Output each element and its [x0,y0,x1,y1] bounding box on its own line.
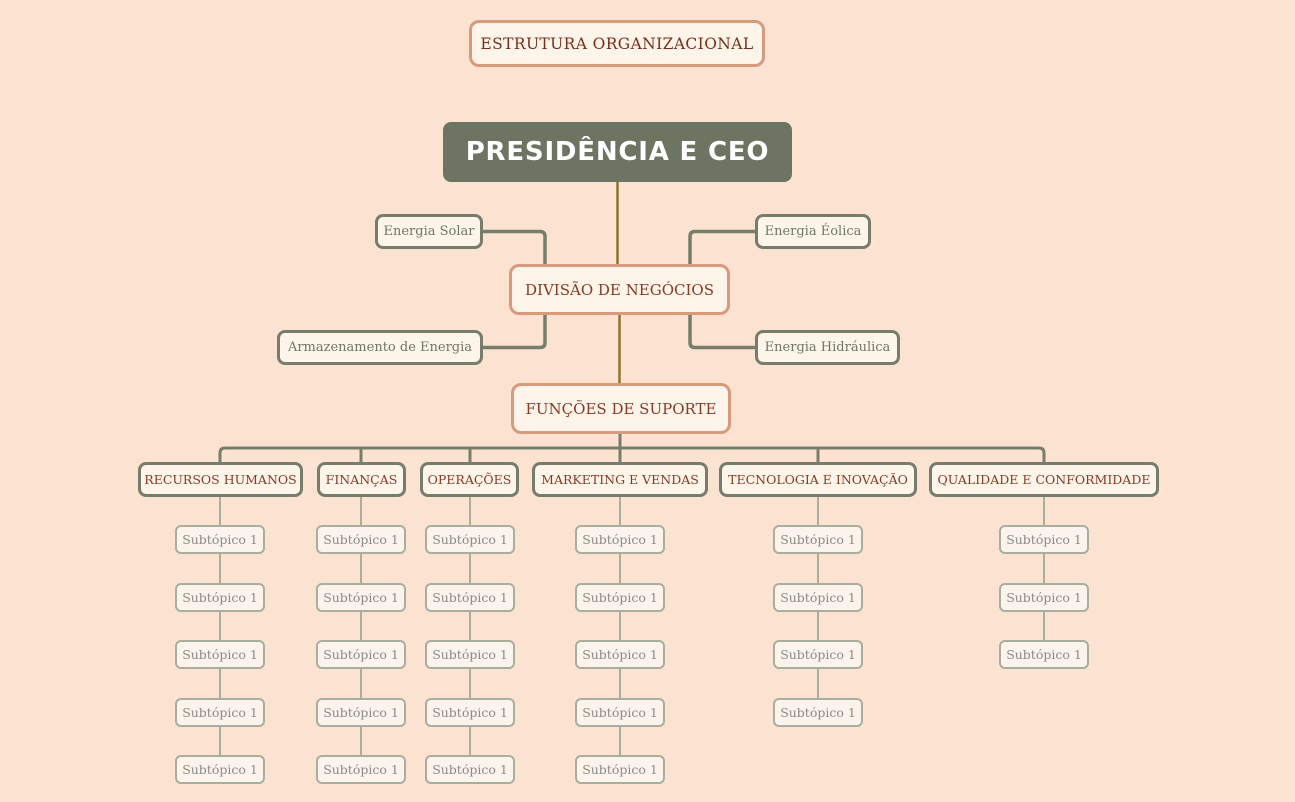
subtopic-node[interactable]: Subtópico 1 [999,525,1089,554]
subtopic-node[interactable]: Subtópico 1 [425,640,515,669]
subtopic-node[interactable]: Subtópico 1 [773,583,863,612]
subtopic-node[interactable]: Subtópico 1 [575,755,665,784]
subtopic-node[interactable]: Subtópico 1 [316,640,406,669]
subtopic-node[interactable]: Subtópico 1 [425,755,515,784]
department-tecnologia-inovacao[interactable]: TECNOLOGIA E INOVAÇÃO [719,462,917,497]
subtopic-node[interactable]: Subtópico 1 [175,583,265,612]
subtopic-node[interactable]: Subtópico 1 [425,583,515,612]
subtopic-node[interactable]: Subtópico 1 [316,525,406,554]
subtopic-node[interactable]: Subtópico 1 [316,583,406,612]
branch-energia-hidraulica[interactable]: Energia Hidráulica [755,330,900,365]
branch-armazenamento-energia[interactable]: Armazenamento de Energia [277,330,483,365]
subtopic-node[interactable]: Subtópico 1 [316,755,406,784]
department-recursos-humanos[interactable]: RECURSOS HUMANOS [138,462,303,497]
subtopic-node[interactable]: Subtópico 1 [773,698,863,727]
branch-energia-eolica[interactable]: Energia Éolica [755,214,871,249]
root-node-presidencia[interactable]: PRESIDÊNCIA E CEO [443,122,792,182]
support-node[interactable]: FUNÇÕES DE SUPORTE [511,383,731,434]
subtopic-node[interactable]: Subtópico 1 [773,525,863,554]
subtopic-node[interactable]: Subtópico 1 [999,583,1089,612]
subtopic-node[interactable]: Subtópico 1 [575,583,665,612]
subtopic-node[interactable]: Subtópico 1 [575,640,665,669]
subtopic-node[interactable]: Subtópico 1 [175,755,265,784]
subtopic-node[interactable]: Subtópico 1 [425,698,515,727]
department-marketing-vendas[interactable]: MARKETING E VENDAS [532,462,708,497]
diagram-title-node[interactable]: ESTRUTURA ORGANIZACIONAL [469,20,765,67]
department-financas[interactable]: FINANÇAS [317,462,406,497]
subtopic-node[interactable]: Subtópico 1 [175,640,265,669]
subtopic-node[interactable]: Subtópico 1 [175,525,265,554]
subtopic-node[interactable]: Subtópico 1 [773,640,863,669]
subtopic-node[interactable]: Subtópico 1 [575,525,665,554]
department-qualidade-conformidade[interactable]: QUALIDADE E CONFORMIDADE [929,462,1159,497]
branch-energia-solar[interactable]: Energia Solar [375,214,483,249]
division-node[interactable]: DIVISÃO DE NEGÓCIOS [509,264,730,315]
department-operacoes[interactable]: OPERAÇÕES [420,462,519,497]
subtopic-node[interactable]: Subtópico 1 [175,698,265,727]
subtopic-node[interactable]: Subtópico 1 [316,698,406,727]
subtopic-node[interactable]: Subtópico 1 [999,640,1089,669]
subtopic-node[interactable]: Subtópico 1 [575,698,665,727]
subtopic-node[interactable]: Subtópico 1 [425,525,515,554]
